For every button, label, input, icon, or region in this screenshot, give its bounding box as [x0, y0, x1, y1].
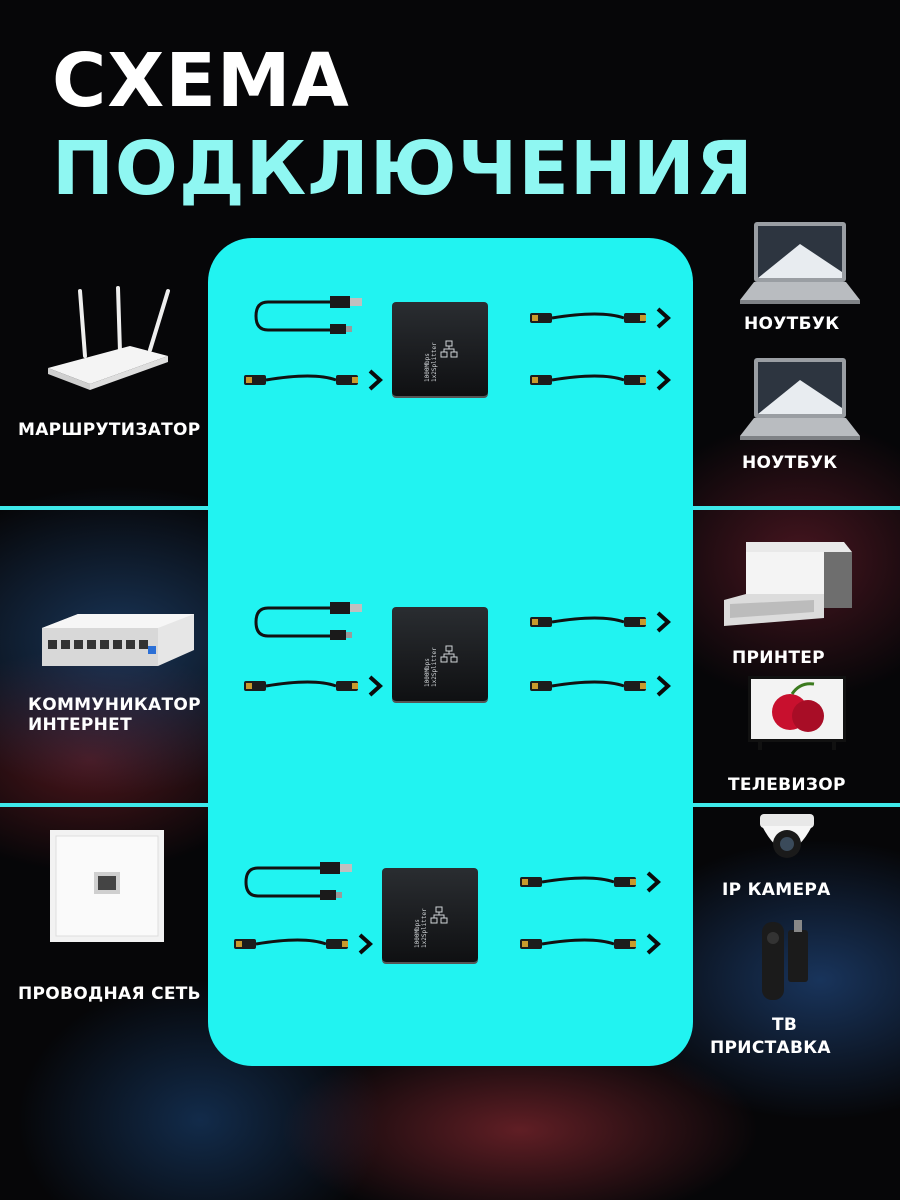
usb-power-cable-icon: [254, 296, 362, 334]
ip-camera-label: IP КАМЕРА: [722, 880, 831, 900]
tv-icon: [748, 676, 846, 750]
socket-label: ПРОВОДНАЯ СЕТЬ: [18, 984, 201, 1004]
ethernet-wall-socket-icon: [50, 830, 164, 942]
splitter-label: 1000Mbps 1x2Splitter: [414, 908, 428, 948]
ethernet-cable-icon: [530, 675, 671, 697]
laptop-1-label: НОУТБУК: [744, 314, 840, 334]
usb-power-cable-icon: [244, 862, 352, 900]
ethernet-cable-icon: [244, 675, 383, 697]
ethernet-cable-icon: [530, 307, 671, 329]
tv-stick-label-line2: ПРИСТАВКА: [710, 1038, 831, 1058]
ethernet-cable-icon: [234, 933, 373, 955]
ethernet-cable-icon: [530, 369, 671, 391]
network-splitter-icon: 1000Mbps 1x2Splitter: [382, 868, 478, 962]
router-icon: [48, 286, 170, 390]
printer-icon: [724, 542, 852, 626]
laptop-icon: [740, 222, 860, 304]
tv-stick-label-line1: ТВ: [772, 1015, 798, 1035]
laptop-2-label: НОУТБУК: [742, 453, 838, 473]
title-line-2: ПОДКЛЮЧЕНИЯ: [52, 126, 754, 212]
ethernet-cable-icon: [530, 611, 671, 633]
switch-label-line2: ИНТЕРНЕТ: [28, 715, 132, 735]
ethernet-cable-icon: [520, 871, 661, 893]
switch-label-line1: КОММУНИКАТОР: [28, 695, 201, 715]
printer-label: ПРИНТЕР: [732, 648, 825, 668]
lan-icon: [440, 645, 458, 663]
usb-power-cable-icon: [254, 602, 362, 640]
network-splitter-icon: 1000Mbps 1x2Splitter: [392, 607, 488, 701]
network-switch-icon: [42, 614, 194, 666]
lan-icon: [440, 340, 458, 358]
title-line-1: СХЕМА: [52, 38, 350, 124]
tv-label: ТЕЛЕВИЗОР: [728, 775, 846, 795]
tv-stick-icon: [762, 920, 808, 1000]
lan-icon: [430, 906, 448, 924]
router-label: МАРШРУТИЗАТОР: [18, 420, 201, 440]
network-splitter-icon: 1000Mbps 1x2Splitter: [392, 302, 488, 396]
splitter-label: 1000Mbps 1x2Splitter: [424, 647, 438, 687]
ethernet-cable-icon: [244, 369, 383, 391]
laptop-icon: [740, 358, 860, 440]
ethernet-cable-icon: [520, 933, 661, 955]
ip-camera-icon: [760, 814, 814, 858]
splitter-label: 1000Mbps 1x2Splitter: [424, 342, 438, 382]
